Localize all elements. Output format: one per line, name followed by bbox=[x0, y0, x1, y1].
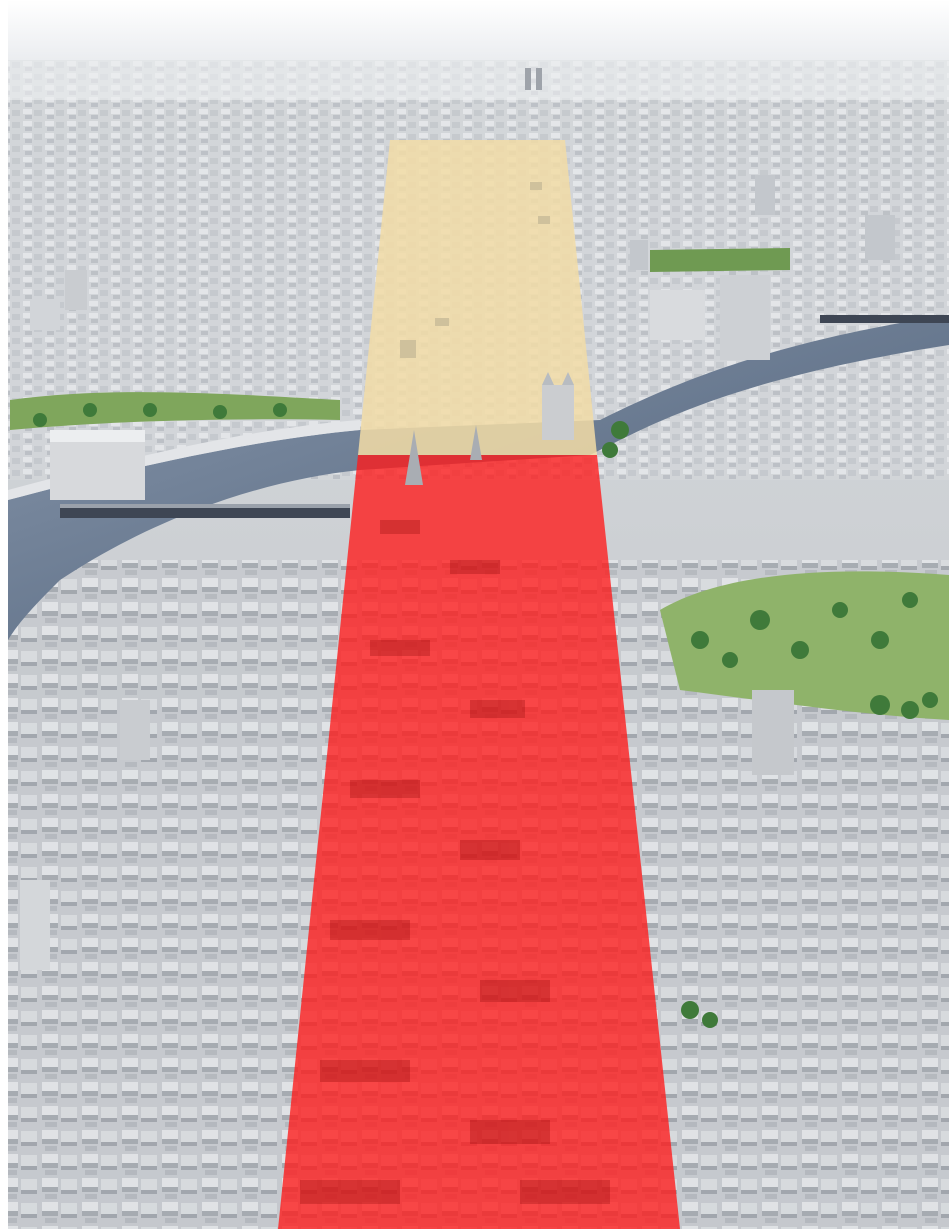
park-left-strip bbox=[10, 392, 340, 430]
bridge-left bbox=[60, 508, 350, 518]
left-margin bbox=[0, 0, 8, 1229]
park-top bbox=[650, 248, 790, 272]
trees bbox=[33, 403, 938, 1028]
bridge-right bbox=[820, 315, 949, 323]
corridor-texture bbox=[300, 520, 610, 1204]
corridor-far-section bbox=[358, 140, 597, 455]
embankment bbox=[8, 420, 360, 500]
bridge-left-deck bbox=[60, 504, 350, 508]
landmark-buildings bbox=[20, 68, 895, 970]
corridor-near-section bbox=[278, 455, 680, 1229]
river bbox=[8, 315, 949, 640]
westminster-palace bbox=[400, 182, 574, 485]
horizon-haze bbox=[8, 60, 949, 100]
